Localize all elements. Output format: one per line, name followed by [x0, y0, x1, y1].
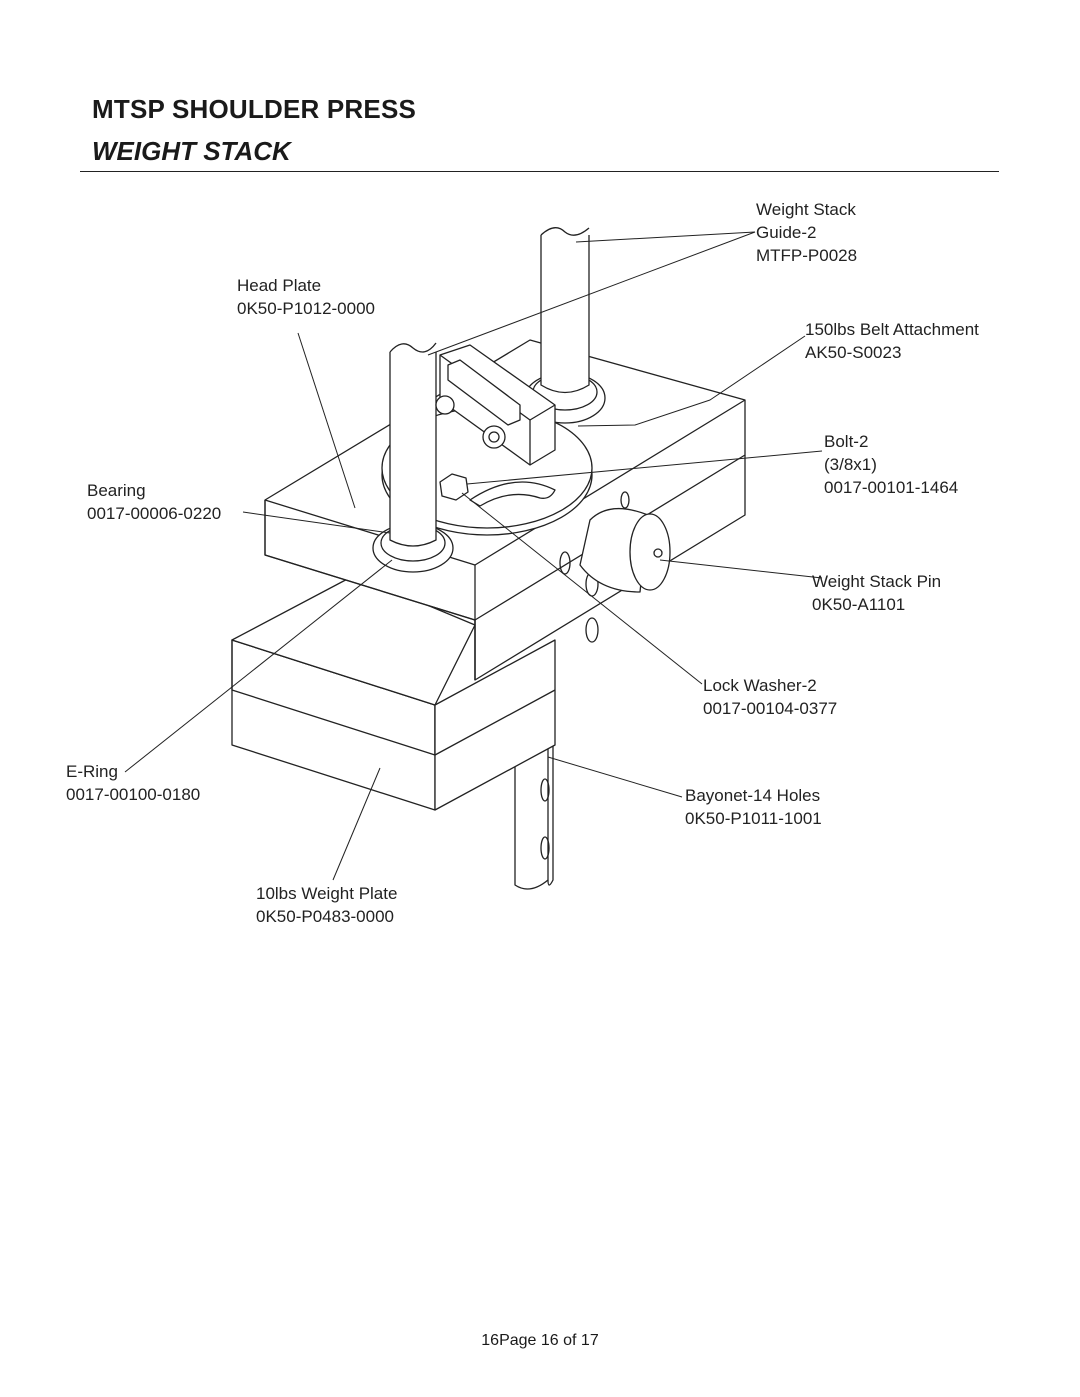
- pin-name: Weight Stack Pin: [812, 572, 942, 591]
- plate-name: 10lbs Weight Plate: [256, 884, 398, 903]
- bolt-label: Bolt-2 (3/8x1) 0017-00101-1464: [824, 430, 958, 499]
- head-plate-name: Head Plate: [237, 276, 322, 295]
- pin-part: 0K50-A1101: [812, 595, 906, 614]
- washer-name: Lock Washer-2: [703, 676, 817, 695]
- plate-label: 10lbs Weight Plate 0K50-P0483-0000: [256, 882, 397, 928]
- bearing-name: Bearing: [87, 481, 146, 500]
- guide-label: Weight Stack Guide-2 MTFP-P0028: [756, 198, 857, 267]
- bolt-name: Bolt-2: [824, 432, 869, 451]
- section-subtitle: WEIGHT STACK: [92, 136, 291, 166]
- bayonet-label: Bayonet-14 Holes 0K50-P1011-1001: [685, 784, 822, 830]
- guide-part: MTFP-P0028: [756, 246, 858, 265]
- plate-part: 0K50-P0483-0000: [256, 907, 395, 926]
- bolt-head: [439, 473, 469, 501]
- bayonet-name: Bayonet-14 Holes: [685, 786, 821, 805]
- guide-rods: [389, 227, 590, 547]
- guide-name: Weight Stack: [756, 200, 856, 219]
- bearing-label: Bearing 0017-00006-0220: [87, 479, 221, 525]
- ering-part: 0017-00100-0180: [66, 785, 201, 804]
- washer-part: 0017-00104-0377: [703, 699, 838, 718]
- bolt-part: 0017-00101-1464: [824, 478, 959, 497]
- leader-lines: [124, 231, 823, 881]
- page-number: 16Page 16 of 17: [481, 1332, 599, 1349]
- belt-name: 150lbs Belt Attachment: [805, 320, 979, 339]
- bayonet-part: 0K50-P1011-1001: [685, 809, 822, 828]
- bearing-part: 0017-00006-0220: [87, 504, 222, 523]
- head-plate-part: 0K50-P1012-0000: [237, 299, 376, 318]
- belt-label: 150lbs Belt Attachment AK50-S0023: [805, 318, 979, 364]
- weight-plates: [231, 574, 556, 811]
- page-title: MTSP SHOULDER PRESS: [92, 94, 417, 124]
- pin-label: Weight Stack Pin 0K50-A1101: [812, 570, 941, 616]
- guide-qty: Guide-2: [756, 223, 817, 242]
- belt-part: AK50-S0023: [805, 343, 902, 362]
- pin-knob: [579, 507, 671, 593]
- washer-label: Lock Washer-2 0017-00104-0377: [703, 674, 837, 720]
- belt-attachment: [435, 344, 556, 466]
- ering-name: E-Ring: [66, 762, 118, 781]
- header-divider: [80, 171, 999, 172]
- ering-label: E-Ring 0017-00100-0180: [66, 760, 200, 806]
- head-plate-label: Head Plate 0K50-P1012-0000: [237, 274, 375, 320]
- bolt-size: (3/8x1): [824, 455, 877, 474]
